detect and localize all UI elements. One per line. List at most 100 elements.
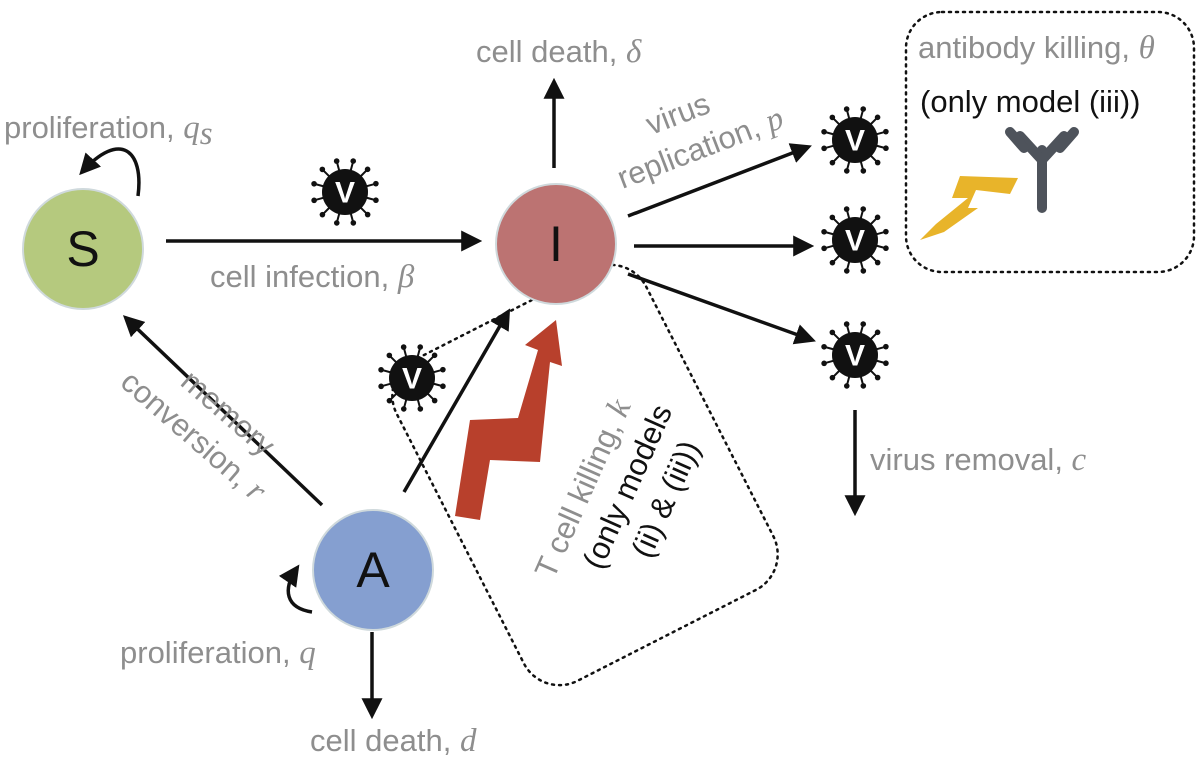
proliferation-a-label: proliferation, q <box>120 635 316 671</box>
tcell-lightning-bolt-icon <box>455 320 562 520</box>
virus-spike-tip <box>874 114 881 121</box>
virus-replication-label: virus replication, p <box>612 86 788 196</box>
virus-spike-tip <box>311 197 317 204</box>
virus-spike-tip <box>364 211 371 218</box>
cell-infection-label: cell infection, β <box>210 259 415 295</box>
virus-spike-tip <box>843 168 850 174</box>
memory-conversion-arrow <box>122 315 324 507</box>
proliferation-s-arrow <box>79 147 141 197</box>
virus-spike-tip <box>874 329 881 336</box>
virus-spike-tip <box>843 106 850 112</box>
node-a: A <box>312 509 434 631</box>
virus-spike-tip <box>860 168 867 174</box>
virus-spike-tip <box>378 366 384 373</box>
node-s: S <box>22 188 144 310</box>
virus-icon: V <box>378 344 446 412</box>
virus-spike-tip <box>843 206 850 212</box>
node-a-label: A <box>356 542 390 598</box>
tcell-killing-label: T cell killing, k (only models (ii) & (i… <box>528 393 707 583</box>
virus-spike-tip <box>373 197 379 204</box>
virus-spike-tip <box>883 245 889 252</box>
virus-spike-tip <box>874 374 881 381</box>
virus-spike-tip <box>333 158 340 164</box>
virus-spike-tip <box>821 228 827 235</box>
virus-spike-tip <box>417 344 424 350</box>
virus-spike-tip <box>431 352 438 359</box>
node-s-label: S <box>66 221 99 277</box>
virus-spike-tip <box>829 214 836 221</box>
virus-body <box>389 355 435 401</box>
antibody-lightning-bolt-icon <box>920 176 1018 240</box>
virus-spike-tip <box>821 360 827 367</box>
virus-spike-tip <box>311 180 317 187</box>
virus-spike-tip <box>440 366 446 373</box>
virus-spike-tip <box>860 321 867 327</box>
antibody-icon <box>1005 127 1079 213</box>
virus-icon: V <box>311 158 379 226</box>
virus-spike-tip <box>350 220 357 226</box>
virus-icon: V <box>821 106 889 174</box>
replication-arrow-3 <box>627 272 816 345</box>
tcell-note-box <box>391 263 779 687</box>
proliferation-a-arrow <box>278 564 313 614</box>
virus-spike-tip <box>874 214 881 221</box>
cell-death-a-label: cell death, d <box>310 723 477 759</box>
virus-spike-tip <box>843 321 850 327</box>
virus-label: V <box>845 340 865 373</box>
replication-arrow-1 <box>627 143 812 218</box>
virus-spike-tip <box>843 383 850 389</box>
virus-spike-tip <box>400 406 407 412</box>
virus-spike-tip <box>860 383 867 389</box>
virus-body <box>322 169 368 215</box>
virus-spike-tip <box>440 383 446 390</box>
virus-spike-tip <box>843 268 850 274</box>
antibody-killing-label: antibody killing, θ <box>918 30 1155 66</box>
antibody-note-label: (only model (iii)) <box>920 84 1140 119</box>
virus-spike-tip <box>821 343 827 350</box>
virus-label: V <box>845 125 865 158</box>
virus-spike-tip <box>829 159 836 166</box>
virus-spike-tip <box>883 228 889 235</box>
virus-spike-tip <box>860 206 867 212</box>
antibody-note-box <box>904 10 1196 274</box>
virus-spike-tip <box>860 106 867 112</box>
virus-spike-tip <box>386 397 393 404</box>
virus-label: V <box>335 177 355 210</box>
virus-spike-tip <box>319 211 326 218</box>
virus-icon: V <box>821 321 889 389</box>
node-i-label: I <box>549 216 563 272</box>
virus-spike-tip <box>373 180 379 187</box>
proliferation-s-label: proliferation, qs <box>4 110 213 152</box>
virus-spike-tip <box>378 383 384 390</box>
node-i: I <box>495 183 617 305</box>
virus-spike-tip <box>821 145 827 152</box>
virus-spike-tip <box>829 259 836 266</box>
virus-label: V <box>402 363 422 396</box>
a-to-i-arrow <box>402 308 511 493</box>
virus-spike-tip <box>829 114 836 121</box>
virus-spike-tip <box>883 128 889 135</box>
virus-icon: V <box>821 206 889 274</box>
virus-spike-tip <box>431 397 438 404</box>
virus-spike-tip <box>874 159 881 166</box>
virus-spike-tip <box>319 166 326 173</box>
virus-spike-tip <box>883 360 889 367</box>
virus-spike-tip <box>883 145 889 152</box>
virus-removal-label: virus removal, c <box>870 442 1087 478</box>
cell-death-i-label: cell death, δ <box>476 34 642 70</box>
virus-spike-tip <box>350 158 357 164</box>
virus-label: V <box>845 225 865 258</box>
virus-spike-tip <box>821 245 827 252</box>
virus-spike-tip <box>860 268 867 274</box>
virus-spike-tip <box>874 259 881 266</box>
virus-spike-tip <box>829 329 836 336</box>
virus-spike-tip <box>821 128 827 135</box>
virus-body <box>832 217 878 263</box>
virus-spike-tip <box>417 406 424 412</box>
memory-conversion-label: memory conversion, r <box>114 363 282 509</box>
virus-spike-tip <box>333 220 340 226</box>
virus-spike-tip <box>386 352 393 359</box>
virus-spike-tip <box>829 374 836 381</box>
virus-spike-tip <box>364 166 371 173</box>
